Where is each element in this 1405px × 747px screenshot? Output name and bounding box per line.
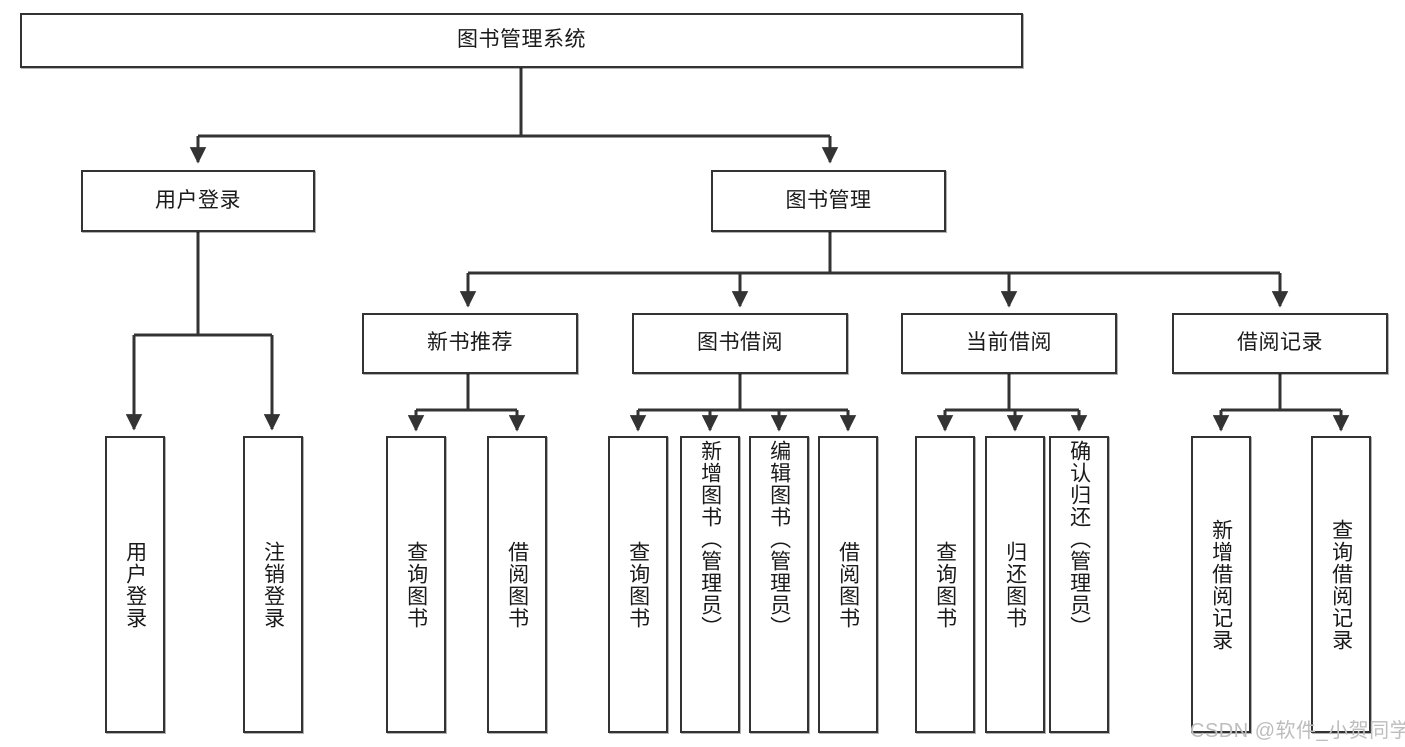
node-label: 借阅图书 [505,540,529,629]
node-label: 当前借阅 [966,331,1052,355]
node-label: 借阅记录 [1237,331,1323,355]
node-user-login[interactable]: 用户登录 [81,170,315,232]
node-label: 图书借阅 [697,331,783,355]
leaf-user-login[interactable]: 用户登录 [105,436,165,733]
leaf-borrow-book[interactable]: 借阅图书 [818,436,878,733]
node-label: 归还图书 [1003,540,1027,629]
node-label: 确认归还（管理员） [1067,440,1091,638]
leaf-return-book[interactable]: 归还图书 [985,436,1045,733]
node-label: 图书管理系统 [457,28,586,52]
node-current-borrow[interactable]: 当前借阅 [901,313,1117,374]
leaf-user-logout[interactable]: 注销登录 [243,436,303,733]
leaf-confirm-return[interactable]: 确认归还（管理员） [1049,436,1109,733]
node-label: 查询图书 [933,540,957,629]
node-label: 查询借阅记录 [1329,518,1353,651]
node-label: 查询图书 [626,540,650,629]
leaf-query-book[interactable]: 查询图书 [608,436,668,733]
leaf-add-record[interactable]: 新增借阅记录 [1191,436,1251,733]
node-label: 查询图书 [404,540,428,629]
node-root[interactable]: 图书管理系统 [20,13,1023,68]
leaf-borrow-book-rec[interactable]: 借阅图书 [487,436,547,733]
node-borrow-record[interactable]: 借阅记录 [1172,313,1388,374]
leaf-edit-book[interactable]: 编辑图书（管理员） [749,436,809,733]
node-book-borrow[interactable]: 图书借阅 [632,313,848,374]
leaf-query-book-cur[interactable]: 查询图书 [915,436,975,733]
node-label: 编辑图书（管理员） [767,440,791,638]
node-label: 图书管理 [785,188,872,212]
node-label: 用户登录 [155,188,241,212]
node-label: 注销登录 [261,540,285,629]
leaf-query-record[interactable]: 查询借阅记录 [1311,436,1371,733]
leaf-add-book[interactable]: 新增图书（管理员） [680,436,740,733]
leaf-query-book-rec[interactable]: 查询图书 [386,436,446,733]
node-label: 新增图书（管理员） [698,440,722,638]
node-label: 用户登录 [123,540,147,629]
node-label: 借阅图书 [836,540,860,629]
node-new-book-rec[interactable]: 新书推荐 [362,313,578,374]
node-book-manage[interactable]: 图书管理 [711,170,946,232]
node-label: 新书推荐 [427,331,513,355]
node-label: 新增借阅记录 [1209,518,1233,651]
watermark-text: CSDN @软件_小贺同学 [1190,720,1405,742]
